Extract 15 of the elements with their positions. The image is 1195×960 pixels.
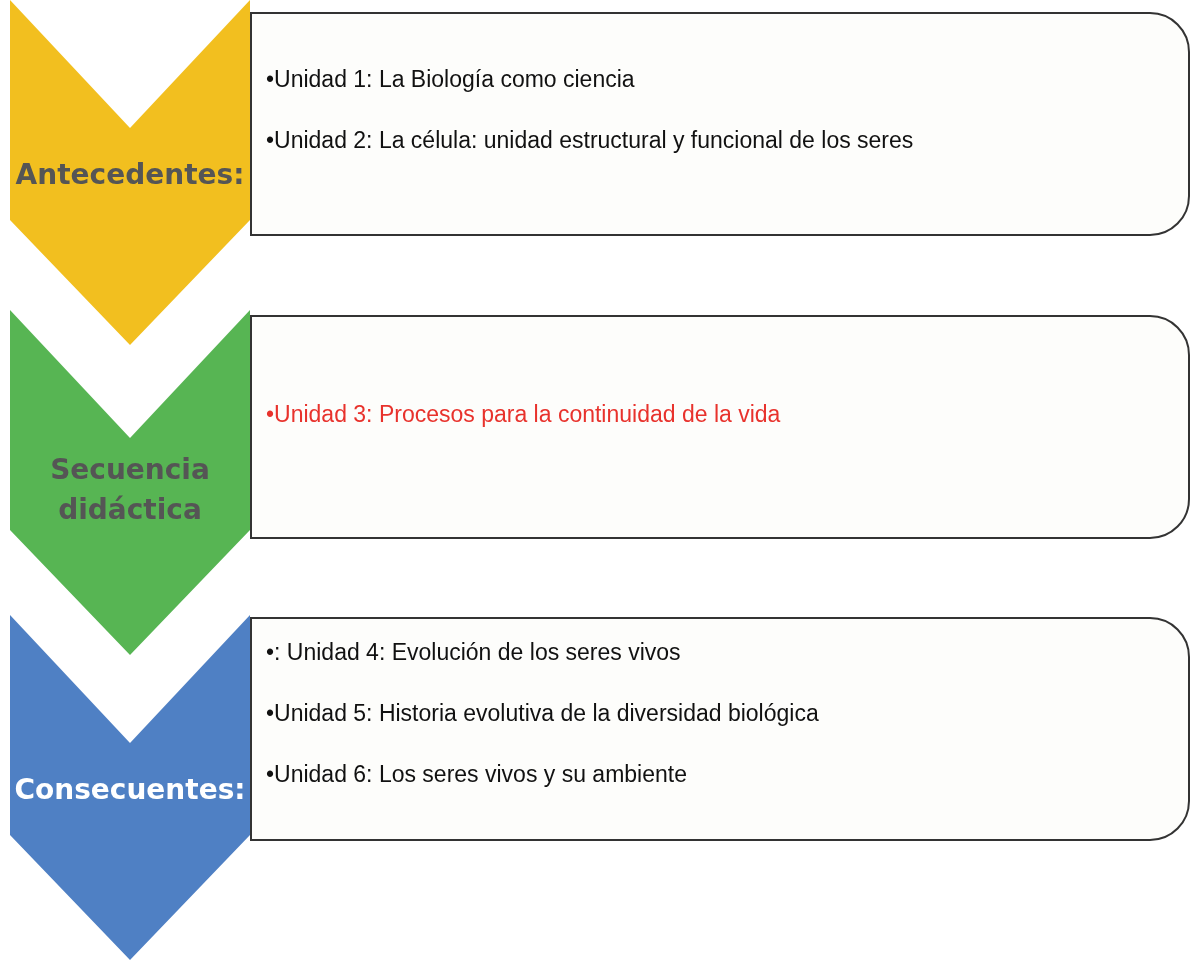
step-banner — [10, 615, 250, 960]
step-label: Antecedentes: — [14, 157, 246, 193]
text-panel — [250, 315, 1190, 539]
list-item: •Unidad 2: La célula: unidad estructural y funcional de los seres — [266, 127, 914, 154]
step-label: Secuencia didáctica — [49, 452, 211, 528]
step-banner — [10, 310, 250, 655]
list-item: •Unidad 5: Historia evolutiva de la diversidad biológica — [266, 700, 819, 727]
list-item: •Unidad 1: La Biología como ciencia — [266, 66, 635, 93]
text-panel — [250, 12, 1190, 236]
step-banner — [10, 0, 250, 345]
text-panel — [250, 617, 1190, 841]
list-item: •Unidad 6: Los seres vivos y su ambiente — [266, 761, 687, 788]
list-item: •Unidad 3: Procesos para la continuidad de la vida — [266, 401, 781, 428]
list-item: •: Unidad 4: Evolución de los seres vivos — [266, 639, 681, 666]
step-label: Consecuentes: — [13, 772, 247, 808]
